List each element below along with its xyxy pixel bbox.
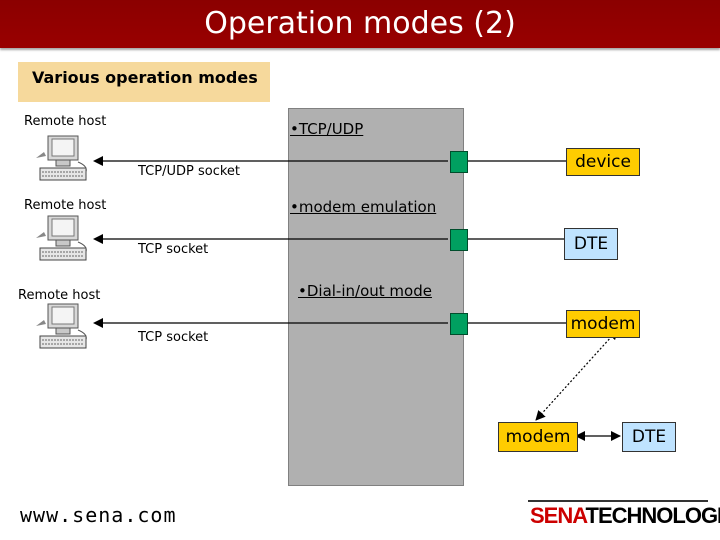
mode-label-2: •modem emulation [290, 198, 437, 216]
host-label-2: Remote host [24, 198, 107, 213]
device-panel [288, 108, 464, 486]
device-box: device [566, 148, 640, 176]
footer-rule [528, 500, 708, 502]
mode-label-1: •TCP/UDP [290, 120, 364, 138]
page-title: Operation modes (2) [204, 6, 516, 41]
socket-label-2: TCP socket [138, 242, 209, 257]
company-logo: SENATECHNOLOGIES [530, 503, 720, 529]
port-2 [450, 229, 468, 251]
subtitle-box [18, 62, 270, 102]
modem-box-local: modem [566, 310, 640, 338]
computer-icon [36, 215, 87, 261]
dialup-link [535, 329, 619, 421]
port-3 [450, 313, 468, 335]
computer-icon [36, 135, 87, 181]
computer-icon [36, 303, 87, 349]
dte-box-1: DTE [564, 228, 618, 260]
socket-label-3: TCP socket [138, 330, 209, 345]
host-label-3: Remote host [18, 288, 101, 303]
logo-sena: SENA [530, 503, 586, 528]
socket-label-1: TCP/UDP socket [138, 164, 241, 179]
footer-url: www.sena.com [20, 503, 177, 527]
mode-label-3: •Dial-in/out mode [298, 282, 432, 300]
subtitle: Various operation modes [32, 68, 258, 87]
dte-box-remote: DTE [622, 422, 676, 452]
title-bar [0, 0, 720, 48]
port-1 [450, 151, 468, 173]
logo-technologies: TECHNOLOGIES [585, 503, 720, 528]
modem-box-remote: modem [498, 422, 578, 452]
host-label-1: Remote host [24, 114, 107, 129]
